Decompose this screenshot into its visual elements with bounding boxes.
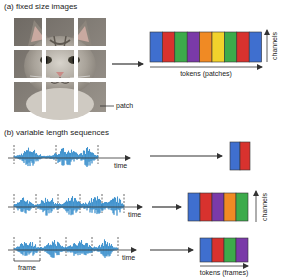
frame-boundary — [66, 237, 67, 256]
token-bar — [200, 238, 248, 262]
token — [212, 193, 224, 221]
axis-arrow — [256, 191, 257, 222]
token-bar — [230, 142, 250, 170]
token — [200, 32, 212, 62]
token — [150, 32, 162, 62]
token — [236, 193, 248, 221]
leader-line — [100, 106, 114, 107]
token — [162, 32, 174, 62]
axis-label: channels — [261, 193, 268, 221]
axis-label: tokens (patches) — [180, 70, 232, 77]
token — [200, 193, 212, 221]
waveform — [8, 194, 142, 216]
frame-boundary — [14, 237, 15, 256]
token-bar — [150, 32, 262, 62]
waveform — [8, 145, 130, 167]
audio-signal — [14, 147, 98, 167]
token — [188, 193, 200, 221]
token — [212, 32, 224, 62]
frame-label: frame — [18, 264, 36, 271]
token — [224, 238, 236, 262]
frame-boundary — [124, 194, 125, 213]
token — [200, 238, 212, 262]
axis-arrow — [267, 30, 268, 62]
frame-boundary — [36, 194, 37, 213]
token — [187, 32, 199, 62]
map-arrow — [112, 63, 143, 64]
token — [230, 142, 240, 170]
axis-arrow — [150, 67, 262, 68]
token — [224, 32, 236, 62]
axis-label: channels — [271, 32, 278, 60]
token — [240, 142, 250, 170]
time-axis — [8, 250, 136, 251]
section-title: (b) variable length sequences — [4, 129, 109, 137]
section-title: (a) fixed size images — [4, 3, 77, 11]
frame-boundary — [98, 145, 99, 164]
map-arrow — [150, 249, 193, 250]
token — [249, 32, 261, 62]
axis-label: time — [122, 254, 135, 261]
token — [224, 193, 236, 221]
frame-boundary — [14, 145, 15, 164]
audio-signal — [14, 196, 124, 215]
token — [212, 238, 224, 262]
audio-signal — [14, 239, 118, 257]
token — [236, 238, 248, 262]
token-bar — [188, 193, 248, 221]
time-axis — [8, 207, 142, 208]
map-arrow — [150, 155, 222, 156]
frame-boundary — [40, 237, 41, 256]
map-arrow — [152, 206, 181, 207]
waveform — [8, 237, 136, 258]
frame-bracket — [14, 258, 40, 261]
frame-boundary — [118, 237, 119, 256]
frame-boundary — [14, 194, 15, 213]
patch-label: patch — [116, 102, 133, 109]
axis-label: time — [128, 211, 141, 218]
axis-label: time — [114, 162, 127, 169]
axis-label: tokens (frames) — [200, 269, 249, 276]
axis-arrow — [200, 266, 248, 267]
cat-image — [14, 18, 106, 120]
token — [175, 32, 187, 62]
time-axis — [8, 158, 130, 159]
token — [237, 32, 249, 62]
frame-boundary — [92, 237, 93, 256]
